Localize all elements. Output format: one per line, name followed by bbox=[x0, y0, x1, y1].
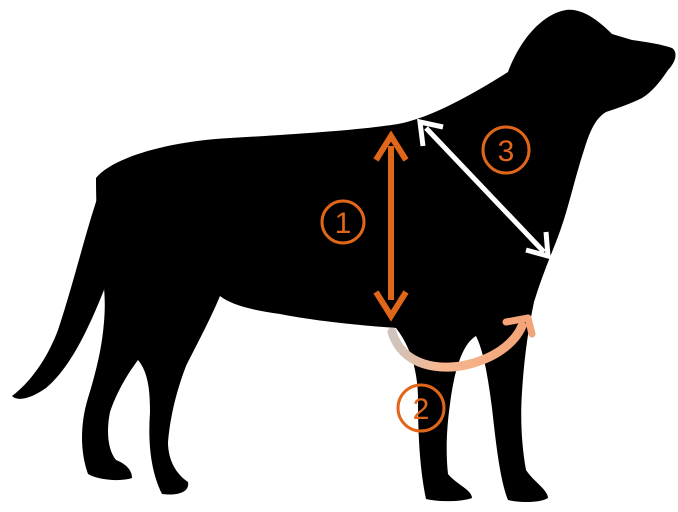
marker-3-label: 3 bbox=[498, 135, 515, 168]
height-arrow bbox=[373, 130, 409, 322]
marker-3-circle bbox=[481, 125, 531, 175]
girth-arrow-head bbox=[502, 314, 536, 338]
chest-arrow-head-bottom bbox=[525, 231, 551, 260]
girth-arrow-curve bbox=[387, 321, 527, 372]
marker-1-label: 1 bbox=[335, 207, 352, 240]
marker-2: 2 bbox=[396, 383, 446, 433]
dog-silhouette bbox=[12, 9, 676, 503]
marker-2-circle bbox=[396, 383, 446, 433]
girth-arrow bbox=[387, 314, 536, 372]
marker-1-circle bbox=[320, 199, 366, 245]
chest-arrow-shaft bbox=[424, 126, 546, 254]
chest-arrow bbox=[417, 118, 551, 260]
height-arrow-head-bottom bbox=[373, 290, 409, 322]
marker-3: 3 bbox=[481, 125, 531, 175]
marker-1: 1 bbox=[320, 199, 366, 245]
marker-2-label: 2 bbox=[413, 393, 430, 426]
height-arrow-head-top bbox=[373, 130, 409, 162]
chest-arrow-head-top bbox=[417, 118, 444, 147]
